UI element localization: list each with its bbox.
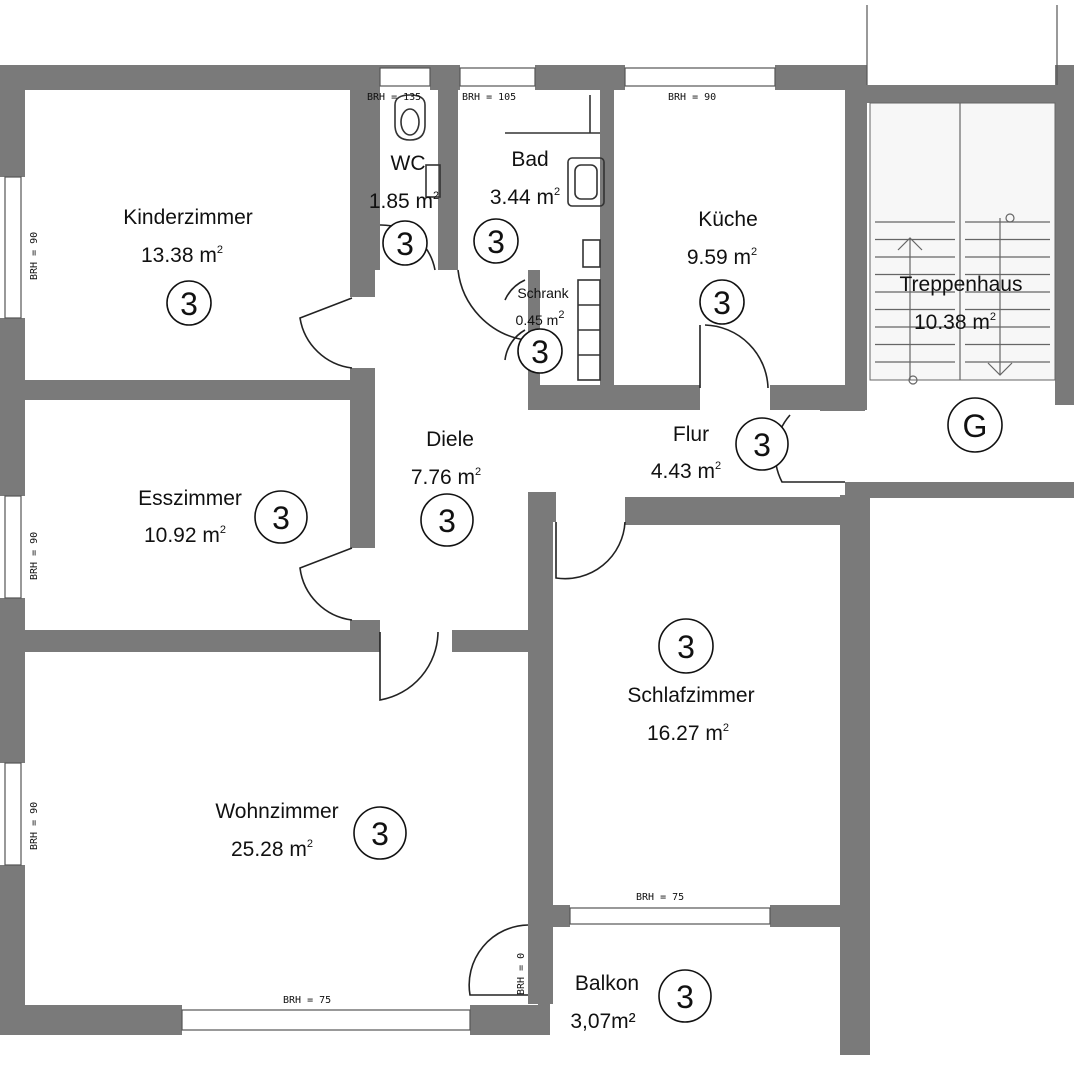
room-name: Flur — [673, 423, 709, 446]
badge: 3 — [396, 226, 414, 262]
badge: 3 — [487, 224, 505, 260]
badge: G — [963, 408, 988, 444]
room-diele: Diele 7.76 m2 3 — [411, 428, 481, 547]
brh-labels: BRH = 135 BRH = 105 BRH = 90 BRH = 90 BR… — [29, 92, 716, 1006]
room-name: Diele — [426, 428, 474, 451]
room-name: Esszimmer — [138, 487, 242, 510]
room-wc: WC 1.85 m2 3 — [369, 152, 439, 266]
room-name: Küche — [698, 208, 758, 231]
brh-bad: BRH = 105 — [462, 92, 516, 103]
stairs — [869, 102, 1056, 385]
room-area: 9.59 m2 — [687, 246, 757, 269]
room-wohnzimmer: Wohnzimmer 25.28 m2 3 — [215, 800, 407, 861]
room-area: 0.45 m2 — [516, 309, 565, 328]
room-area: 10.92 m2 — [144, 524, 226, 547]
brh-wohnzimmer-side: BRH = 90 — [29, 802, 40, 850]
room-area: 4.43 m2 — [651, 460, 721, 483]
room-area: 16.27 m2 — [647, 722, 729, 745]
brh-wc: BRH = 135 — [367, 92, 421, 103]
brh-esszimmer: BRH = 90 — [29, 532, 40, 580]
room-kueche: Küche 9.59 m2 3 — [687, 208, 758, 325]
badge: 3 — [438, 503, 456, 539]
room-kinderzimmer: Kinderzimmer 13.38 m2 3 — [123, 206, 253, 326]
badge: 3 — [371, 816, 389, 852]
room-name: Treppenhaus — [900, 273, 1023, 296]
badge: 3 — [713, 285, 731, 321]
badge: 3 — [272, 500, 290, 536]
room-name: Balkon — [575, 972, 639, 995]
room-esszimmer: Esszimmer 10.92 m2 3 — [138, 487, 308, 547]
room-treppenhaus: Treppenhaus 10.38 m2 G — [900, 273, 1023, 453]
room-name: WC — [391, 152, 426, 175]
brh-balkon-door: BRH = 0 — [516, 953, 527, 995]
brh-schlafzimmer: BRH = 75 — [636, 892, 684, 903]
room-schrank: Schrank 0.45 m2 3 — [516, 285, 570, 374]
brh-wohnzimmer-bottom: BRH = 75 — [283, 995, 331, 1006]
room-name: Schlafzimmer — [627, 684, 754, 707]
room-name: Wohnzimmer — [215, 800, 338, 823]
badge: 3 — [531, 334, 549, 370]
badge: 3 — [180, 286, 198, 322]
brh-kinderzimmer: BRH = 90 — [29, 232, 40, 280]
room-area: 13.38 m2 — [141, 244, 223, 267]
room-area: 3.44 m2 — [490, 186, 560, 209]
room-area: 10.38 m2 — [914, 311, 996, 334]
fixtures — [394, 94, 605, 381]
room-flur: Flur 4.43 m2 3 — [651, 417, 789, 483]
room-area: 7.76 m2 — [411, 466, 481, 489]
room-area: 1.85 m2 — [369, 190, 439, 213]
brh-kueche: BRH = 90 — [668, 92, 716, 103]
walls — [0, 65, 1074, 1055]
badge: 3 — [753, 427, 771, 463]
room-name: Bad — [511, 148, 548, 171]
room-area: 25.28 m2 — [231, 838, 313, 861]
doors — [299, 224, 845, 996]
room-balkon: Balkon 3,07m² 3 — [570, 969, 712, 1033]
badge: 3 — [677, 629, 695, 665]
room-schlafzimmer: 3 Schlafzimmer 16.27 m2 — [627, 618, 755, 745]
windows — [4, 5, 1058, 1031]
room-bad: Bad 3.44 m2 3 — [473, 148, 560, 264]
room-area: 3,07m² — [570, 1010, 635, 1033]
room-name: Kinderzimmer — [123, 206, 253, 229]
badge: 3 — [676, 979, 694, 1015]
room-name: Schrank — [517, 285, 569, 301]
